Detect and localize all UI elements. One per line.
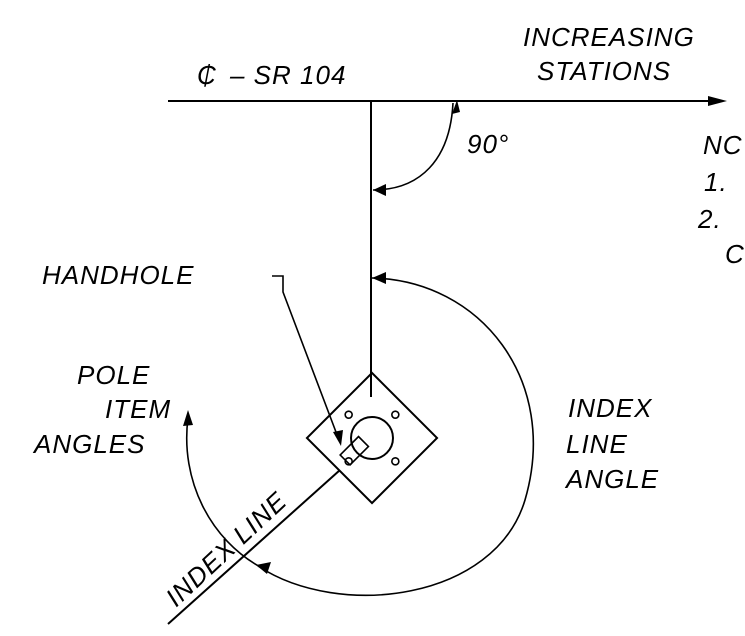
index-angle-arrow-top	[372, 272, 386, 284]
right-angle-arrow-top	[452, 100, 460, 114]
handhole-box	[339, 435, 370, 466]
item-label: ITEM	[105, 394, 171, 424]
angle-label: ANGLE	[564, 464, 659, 494]
handhole-leader-arrow	[333, 430, 343, 446]
right-angle-arrow-left	[373, 184, 386, 196]
pole-base-plate	[305, 371, 439, 505]
centerline-label: – SR 104	[229, 60, 346, 90]
stations-label: STATIONS	[537, 56, 671, 86]
pole-shaft	[350, 416, 394, 460]
handhole-label: HANDHOLE	[42, 260, 194, 290]
line-label: LINE	[566, 429, 628, 459]
increasing-label: INCREASING	[523, 22, 695, 52]
anchor-bolt-icon	[344, 457, 353, 466]
pole-item-angle-arrow	[183, 410, 193, 426]
index-line-label-line: LINE	[227, 486, 293, 550]
note-1: 1.	[704, 167, 728, 197]
centerline-symbol: ₵	[197, 60, 217, 90]
right-angle-arc	[372, 102, 454, 191]
anchor-bolt-icon	[344, 410, 353, 419]
index-angle-arc	[257, 277, 535, 597]
index-angle-arrow-bottom	[256, 562, 271, 574]
pole-label: POLE	[77, 360, 150, 390]
angle-90-label: 90°	[467, 129, 509, 159]
index-label: INDEX	[568, 393, 653, 423]
handhole-leader	[272, 275, 340, 441]
note-2: 2.	[697, 204, 722, 234]
angles-label: ANGLES	[32, 429, 146, 459]
index-line-label-index: INDEX	[160, 532, 243, 612]
index-line	[167, 469, 341, 625]
notes-heading: NC	[703, 130, 743, 160]
centerline-arrowhead	[708, 96, 727, 106]
anchor-bolt-icon	[391, 410, 400, 419]
anchor-bolt-icon	[391, 457, 400, 466]
note-continued: C	[725, 239, 745, 269]
